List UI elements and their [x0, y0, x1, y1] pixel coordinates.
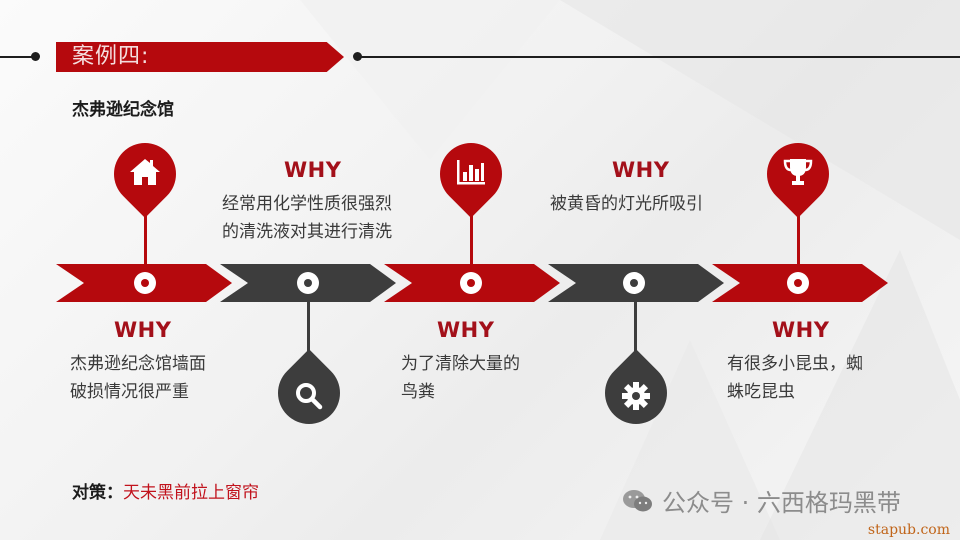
- why-text-2: 经常用化学性质很强烈 的清洗液对其进行清洗: [222, 190, 392, 246]
- countermeasure-label: 对策：: [72, 483, 123, 503]
- why-label-5: WHY: [772, 318, 830, 342]
- why-text-1-line-1: 杰弗逊纪念馆墙面: [70, 354, 206, 374]
- stem-5: [797, 208, 800, 278]
- header-line-right: [357, 56, 960, 58]
- why-text-2-line-1: 经常用化学性质很强烈: [222, 194, 392, 214]
- header-dot-left: [31, 52, 40, 61]
- why-label-2: WHY: [284, 158, 342, 182]
- why-text-4: 被黄昏的灯光所吸引: [550, 190, 703, 218]
- bar-chart-icon: [440, 141, 502, 203]
- trophy-icon: [767, 141, 829, 203]
- wechat-icon: [623, 489, 652, 511]
- why-text-3: 为了清除大量的 鸟粪: [401, 350, 520, 406]
- stem-2: [307, 285, 310, 353]
- timeline-node-4: [623, 272, 645, 294]
- why-label-3: WHY: [437, 318, 495, 342]
- countermeasure: 对策：天未黑前拉上窗帘: [72, 478, 259, 503]
- why-text-5: 有很多小昆虫，蜘 蛛吃昆虫: [727, 350, 863, 406]
- watermark-url: stapub.com: [867, 522, 950, 538]
- stem-4: [634, 285, 637, 353]
- why-text-2-line-2: 的清洗液对其进行清洗: [222, 222, 392, 242]
- why-text-1: 杰弗逊纪念馆墙面 破损情况很严重: [70, 350, 206, 406]
- stem-1: [144, 208, 147, 278]
- why-label-1: WHY: [114, 318, 172, 342]
- stem-3: [470, 208, 473, 278]
- why-text-1-line-2: 破损情况很严重: [70, 382, 189, 402]
- watermark-text: 公众号 · 六西格玛黑带: [662, 489, 901, 517]
- timeline-node-5: [787, 272, 809, 294]
- gear-icon: [605, 365, 667, 427]
- page-subtitle: 杰弗逊纪念馆: [72, 100, 174, 120]
- home-icon: [114, 141, 176, 203]
- why-label-4: WHY: [612, 158, 670, 182]
- why-text-4-line-1: 被黄昏的灯光所吸引: [550, 194, 703, 214]
- why-text-3-line-2: 鸟粪: [401, 382, 435, 402]
- watermark: 公众号 · 六西格玛黑带: [622, 483, 901, 518]
- banner-title: 案例四:: [72, 44, 150, 69]
- title-banner: [56, 42, 344, 72]
- why-text-5-line-1: 有很多小昆虫，蜘: [727, 354, 863, 374]
- timeline-node-1: [134, 272, 156, 294]
- timeline-node-3: [460, 272, 482, 294]
- countermeasure-value: 天未黑前拉上窗帘: [123, 483, 259, 503]
- header-line-left: [0, 56, 36, 58]
- why-text-5-line-2: 蛛吃昆虫: [727, 382, 795, 402]
- timeline-node-2: [297, 272, 319, 294]
- why-text-3-line-1: 为了清除大量的: [401, 354, 520, 374]
- search-icon: [278, 365, 340, 427]
